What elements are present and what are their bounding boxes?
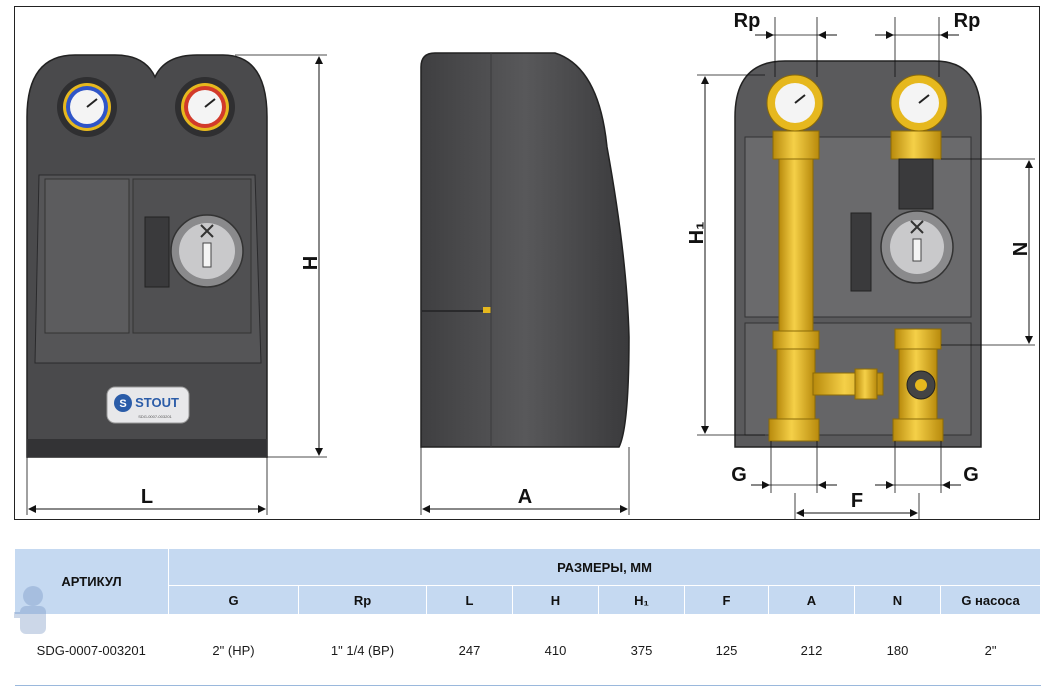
temperature-gauge-blue [57,77,117,137]
cell-l: 247 [426,614,513,686]
dim-label-H: H [300,256,322,270]
column-header-l: L [426,585,513,615]
column-header-a: A [768,585,855,615]
header-article: АРТИКУЛ [14,548,169,615]
cutaway-view: Rp Rp H₁ N G G F [686,10,1035,519]
column-header-rp: Rp [298,585,427,615]
circulation-pump [144,214,244,288]
badge-sub-text: SDG-0007-003201 [138,414,172,419]
cell-a: 212 [768,614,855,686]
cell-rp: 1" 1/4 (ВР) [298,614,427,686]
technical-drawing-frame: S STOUT SDG-0007-003201 H L A [14,6,1040,520]
side-view: A [420,52,630,515]
dim-label-L: L [141,486,153,508]
column-header-h1: H₁ [598,585,685,615]
dim-label-rp-right: Rp [954,10,981,32]
plumber-mascot-watermark [14,586,46,634]
cell-f: 125 [684,614,769,686]
cell-article: SDG-0007-003201 [14,614,169,686]
cell-g-pump: 2" [939,614,1042,686]
dim-label-A: A [518,486,532,508]
column-header-h: H [512,585,599,615]
column-header-g: G [168,585,299,615]
front-view: S STOUT SDG-0007-003201 H L [26,54,327,515]
dim-label-G-right: G [963,464,979,486]
cell-h1: 375 [598,614,685,686]
brand-badge: S STOUT SDG-0007-003201 [106,386,190,424]
column-header-f: F [684,585,769,615]
svg-text:S: S [119,398,126,410]
dim-label-rp-left: Rp [734,10,761,32]
dimensions-table: АРТИКУЛ РАЗМЕРЫ, ММ G Rp L H H₁ F A N G … [14,548,1042,686]
temperature-gauge-red [175,77,235,137]
dim-label-H1: H₁ [686,222,708,245]
dim-label-N: N [1008,242,1030,256]
column-header-n: N [854,585,941,615]
cell-h: 410 [512,614,599,686]
cell-n: 180 [854,614,941,686]
column-header-g-pump: G насоса [939,585,1042,615]
table-row: SDG-0007-003201 2" (НР) 1" 1/4 (ВР) 247 … [14,614,1042,686]
cell-g: 2" (НР) [168,614,299,686]
technical-drawing: S STOUT SDG-0007-003201 H L A [26,10,1035,519]
dim-label-F: F [851,490,863,512]
badge-brand-text: STOUT [135,395,179,410]
dim-label-G-left: G [731,464,747,486]
header-dimensions-group: РАЗМЕРЫ, ММ [167,548,1042,586]
